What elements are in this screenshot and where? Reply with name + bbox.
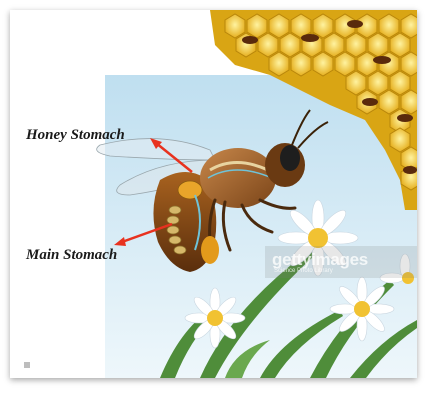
honey-stomach-label: Honey Stomach xyxy=(26,127,125,144)
honey-stomach-organ xyxy=(178,181,202,199)
bee-illustration xyxy=(10,10,417,378)
image-frame: gettyimages Science Photo Library Honey … xyxy=(10,10,417,378)
main-stomach-label: Main Stomach xyxy=(26,247,117,264)
watermark-brand: gettyimages xyxy=(272,250,368,270)
watermark-credit: Science Photo Library xyxy=(274,268,333,274)
corner-marker xyxy=(24,362,30,368)
